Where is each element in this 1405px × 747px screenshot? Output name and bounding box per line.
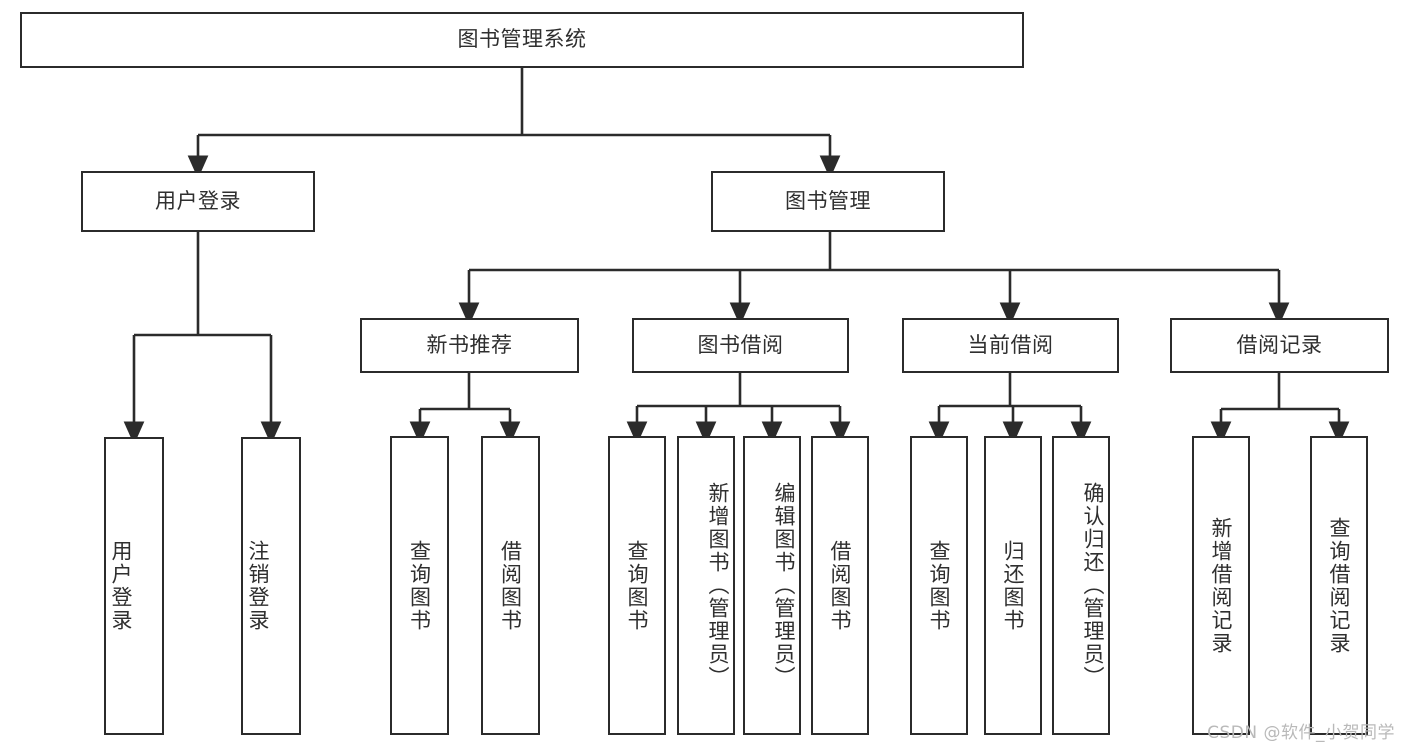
node-leaf-logout-label: 注销登录 (246, 540, 270, 632)
node-leaf-borrow-book-rec[interactable]: 借阅图书 (481, 436, 540, 735)
node-root-label: 图书管理系统 (457, 27, 587, 52)
watermark-text: CSDN @软件_小贺同学 (1207, 723, 1395, 743)
node-leaf-edit-book[interactable]: 编辑图书（管理员） (743, 436, 801, 735)
node-leaf-user-login-label: 用户登录 (109, 540, 133, 632)
node-leaf-query-book-current[interactable]: 查询图书 (910, 436, 968, 735)
node-book-borrow-label: 图书借阅 (697, 332, 784, 357)
node-leaf-borrow-book-label: 借阅图书 (828, 539, 852, 632)
node-leaf-edit-book-label: 编辑图书（管理员） (772, 482, 796, 689)
node-leaf-user-login[interactable]: 用户登录 (104, 437, 164, 735)
node-borrow-records-label: 借阅记录 (1236, 332, 1323, 357)
node-leaf-query-record[interactable]: 查询借阅记录 (1310, 436, 1368, 735)
node-new-book-recommend-label: 新书推荐 (426, 332, 513, 357)
node-leaf-query-record-label: 查询借阅记录 (1327, 516, 1351, 655)
node-current-borrow[interactable]: 当前借阅 (902, 318, 1119, 373)
node-leaf-query-book-borrow-label: 查询图书 (625, 539, 649, 632)
node-new-book-recommend[interactable]: 新书推荐 (360, 318, 579, 373)
node-leaf-confirm-return[interactable]: 确认归还（管理员） (1052, 436, 1110, 735)
node-borrow-records[interactable]: 借阅记录 (1170, 318, 1389, 373)
node-book-management[interactable]: 图书管理 (711, 171, 945, 232)
node-leaf-add-book-label: 新增图书（管理员） (706, 482, 730, 689)
node-current-borrow-label: 当前借阅 (967, 332, 1054, 357)
node-leaf-return-book[interactable]: 归还图书 (984, 436, 1042, 735)
node-leaf-confirm-return-label: 确认归还（管理员） (1081, 482, 1105, 689)
node-leaf-borrow-book[interactable]: 借阅图书 (811, 436, 869, 735)
node-leaf-return-book-label: 归还图书 (1001, 539, 1025, 632)
node-user-login-label: 用户登录 (155, 188, 241, 213)
node-leaf-add-record[interactable]: 新增借阅记录 (1192, 436, 1250, 735)
node-leaf-query-book-borrow[interactable]: 查询图书 (608, 436, 666, 735)
node-leaf-add-record-label: 新增借阅记录 (1209, 516, 1233, 655)
node-leaf-add-book[interactable]: 新增图书（管理员） (677, 436, 735, 735)
node-leaf-borrow-book-rec-label: 借阅图书 (498, 539, 523, 632)
node-leaf-query-book-rec-label: 查询图书 (407, 539, 432, 632)
node-root[interactable]: 图书管理系统 (20, 12, 1024, 68)
node-leaf-logout[interactable]: 注销登录 (241, 437, 301, 735)
node-leaf-query-book-current-label: 查询图书 (927, 539, 951, 632)
node-book-management-label: 图书管理 (785, 188, 871, 213)
node-book-borrow[interactable]: 图书借阅 (632, 318, 849, 373)
node-leaf-query-book-rec[interactable]: 查询图书 (390, 436, 449, 735)
node-user-login[interactable]: 用户登录 (81, 171, 315, 232)
